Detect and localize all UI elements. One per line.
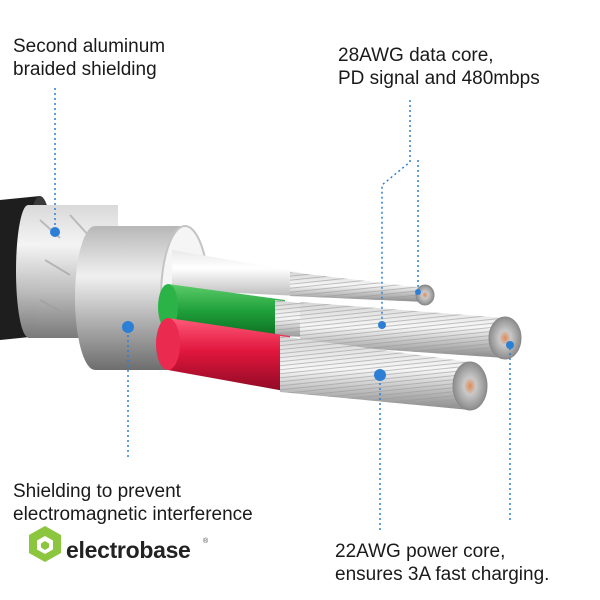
callout-dot-braided-shielding: [50, 227, 60, 237]
label-line: 28AWG data core,: [338, 45, 494, 66]
label-line: Second aluminum: [13, 36, 166, 57]
label-power-core: 22AWG power core, ensures 3A fast chargi…: [335, 540, 549, 586]
callout-line-data-core: [381, 100, 411, 325]
label-line: electromagnetic interference: [13, 504, 253, 525]
label-line: Shielding to prevent: [13, 481, 181, 502]
label-line: 22AWG power core,: [335, 541, 506, 562]
label-data-core: 28AWG data core, PD signal and 480mbps: [338, 44, 540, 90]
callout-dot-emi-shielding: [122, 321, 134, 333]
label-emi-shielding: Shielding to prevent electromagnetic int…: [13, 480, 253, 526]
callout-dots: [50, 227, 514, 381]
callout-dot-power-core: [374, 369, 386, 381]
callout-dot-data-core-2: [415, 289, 421, 295]
callout-lines: [54, 88, 511, 532]
callout-dot-power-core-2: [506, 341, 514, 349]
label-braided-shielding: Second aluminum braided shielding: [13, 35, 165, 81]
white-core: [172, 250, 435, 306]
label-line: ensures 3A fast charging.: [335, 564, 550, 585]
label-line: braided shielding: [13, 59, 157, 80]
second-data-core: [300, 302, 522, 360]
registered-mark: ®: [203, 538, 209, 545]
callout-dot-data-core: [378, 321, 386, 329]
brand-name: electrobase: [66, 537, 191, 563]
electrobase-logo-icon: [29, 526, 61, 562]
label-line: PD signal and 480mbps: [338, 68, 540, 89]
